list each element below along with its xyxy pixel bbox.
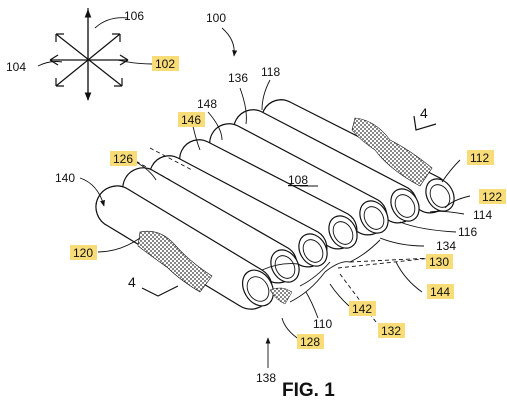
label-highlights xyxy=(70,56,506,349)
reference-labels: 106 104 102 100 136 118 148 146 126 140 … xyxy=(6,9,502,385)
label-112: 112 xyxy=(470,151,489,165)
label-108: 108 xyxy=(288,173,308,187)
label-134: 134 xyxy=(436,239,456,253)
section-label-bottom: 4 xyxy=(128,274,136,290)
section-label-top: 4 xyxy=(420,105,428,121)
label-146: 146 xyxy=(181,113,201,127)
label-138: 138 xyxy=(256,371,276,385)
label-140: 140 xyxy=(55,171,75,185)
label-128: 128 xyxy=(300,335,320,349)
figure-caption: FIG. 1 xyxy=(282,380,335,401)
label-100: 100 xyxy=(206,11,226,25)
label-126: 126 xyxy=(113,152,133,166)
tube-4 xyxy=(209,123,389,236)
label-132: 132 xyxy=(381,324,401,338)
label-148: 148 xyxy=(197,97,217,111)
label-106: 106 xyxy=(124,9,144,23)
tube-5 xyxy=(233,109,420,224)
label-104: 104 xyxy=(6,60,26,74)
tube-3 xyxy=(179,139,358,250)
tube-array xyxy=(95,99,455,310)
label-114: 114 xyxy=(473,208,492,222)
label-102: 102 xyxy=(155,57,175,71)
label-110: 110 xyxy=(313,317,332,331)
label-136: 136 xyxy=(228,71,248,85)
label-116: 116 xyxy=(458,225,477,239)
label-130: 130 xyxy=(429,255,449,269)
label-144: 144 xyxy=(430,285,450,299)
label-122: 122 xyxy=(482,190,502,204)
direction-compass xyxy=(49,8,129,101)
label-120: 120 xyxy=(73,246,93,260)
label-142: 142 xyxy=(352,302,372,316)
label-118: 118 xyxy=(261,65,280,79)
tube-0 xyxy=(95,185,293,310)
